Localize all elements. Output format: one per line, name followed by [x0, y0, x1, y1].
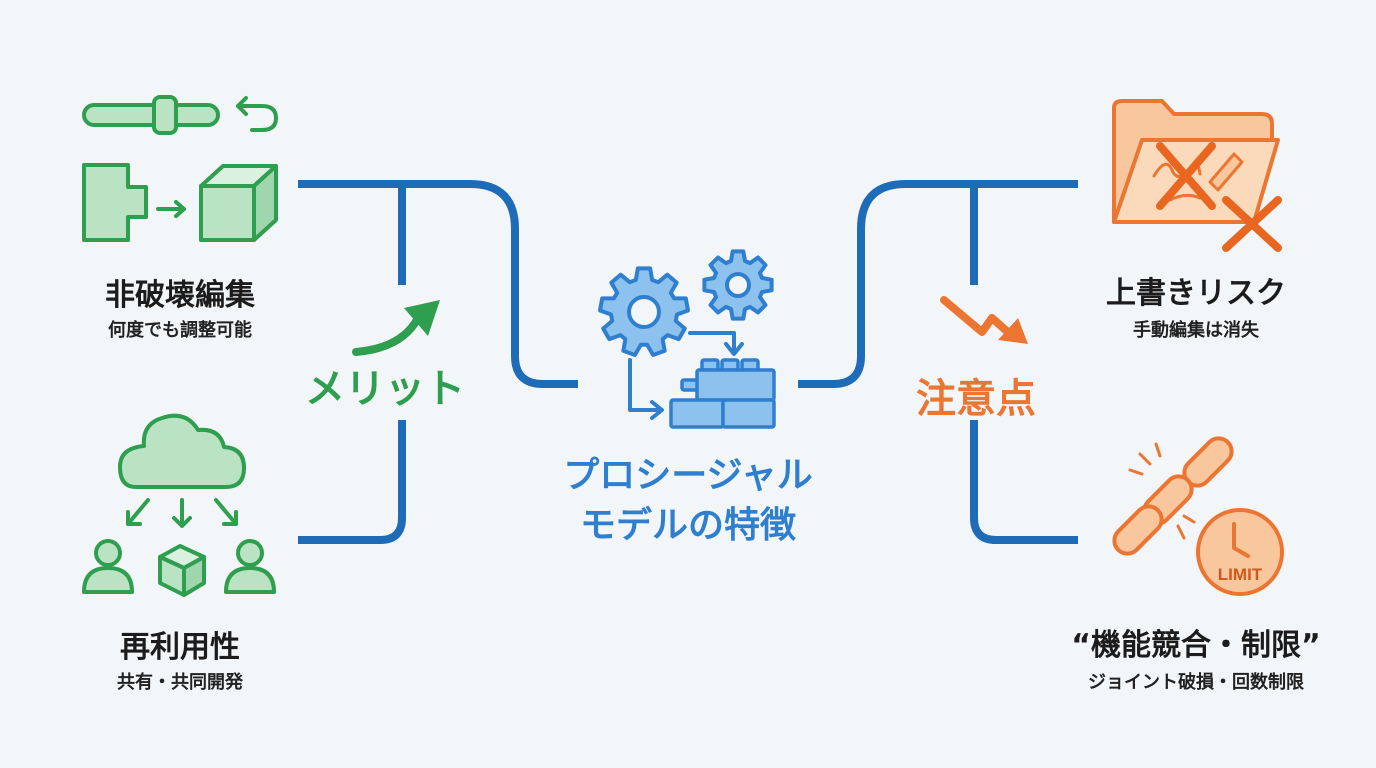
merit-label: メリット — [305, 366, 465, 412]
merit-item-reusability-title: 再利用性 — [120, 630, 240, 665]
slider-shape-to-cube-icon — [82, 95, 278, 242]
left-connector-branch-bottom — [298, 420, 406, 544]
gear-small-icon — [702, 249, 774, 321]
cloud-share-users-icon — [82, 413, 276, 597]
caution-item-conflict-subtitle: ジョイント破損・回数制限 — [1088, 672, 1304, 693]
caution-label: 注意点 — [916, 376, 1036, 422]
caution-item-overwrite-title: 上書きリスク — [1106, 276, 1286, 311]
left-connector-main — [298, 180, 578, 388]
gear-big-icon — [598, 266, 690, 357]
right-connector-branch-bottom — [970, 420, 1078, 544]
limit-text: LIMIT — [1218, 565, 1263, 584]
folder-crossed-icon — [1112, 99, 1282, 252]
gear-small-hole — [725, 272, 751, 298]
right-connector-main — [798, 180, 1078, 388]
caution-item-overwrite-subtitle: 手動編集は消失 — [1133, 320, 1259, 341]
gears-and-blocks-icon — [598, 249, 776, 429]
merit-item-reusability-subtitle: 共有・共同開発 — [117, 672, 243, 693]
caution-item-conflict-title: “機能競合・制限” — [1071, 628, 1321, 663]
center-title-line1: プロシージャル — [563, 455, 813, 496]
center-title-line2: モデルの特徴 — [579, 505, 797, 546]
merit-item-nondestructive-subtitle: 何度でも調整可能 — [108, 320, 252, 341]
broken-chain-limit-icon: LIMIT — [1112, 436, 1284, 596]
merit-item-nondestructive-title: 非破壊編集 — [105, 278, 255, 313]
caution-trend-down-icon — [940, 296, 1028, 344]
gear-big-hole — [627, 295, 661, 329]
merit-arrow-icon — [352, 300, 440, 356]
